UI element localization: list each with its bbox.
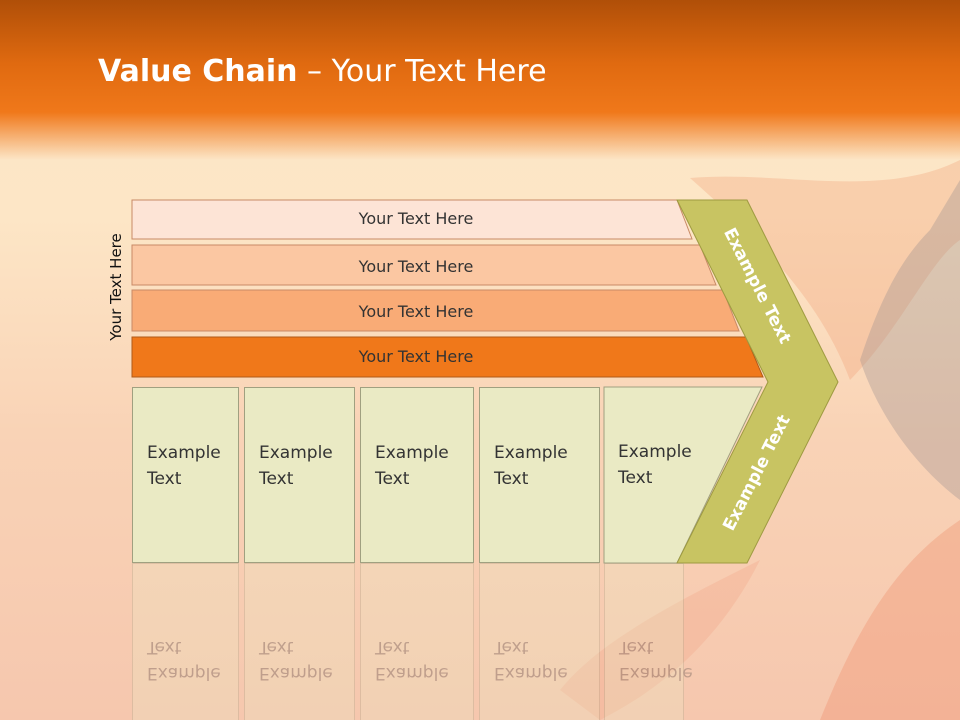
bar-1-label: Your Text Here (358, 209, 474, 228)
reflection-box-1-line2: Text (147, 637, 182, 657)
reflection-box-4: Example Text (479, 563, 600, 720)
reflection-box-5-line1: Example (619, 663, 693, 683)
reflection: Example Text Example Text Example Text Exam… (0, 563, 960, 720)
box-4-line2: Text (494, 469, 529, 489)
box-5-line1: Example (618, 442, 692, 462)
box-3-line1: Example (375, 443, 449, 463)
reflection-box-3: Example Text (360, 563, 474, 720)
box-4-line1: Example (494, 443, 568, 463)
chevron-shape (676, 199, 839, 564)
bar-3 (131, 289, 740, 332)
reflection-box-4-line1: Example (494, 663, 568, 683)
title-bar (0, 0, 960, 160)
reflection-box-2: Example Text (244, 563, 355, 720)
slide-title: Value Chain – Your Text Here (98, 54, 547, 89)
box-1-line1: Example (147, 443, 221, 463)
box-2-line1: Example (259, 443, 333, 463)
bar-4-label: Your Text Here (358, 347, 474, 366)
bar-2-label: Your Text Here (358, 257, 474, 276)
reflection-box-2-line1: Example (259, 663, 333, 683)
box-5-line2: Text (618, 468, 653, 488)
reflection-box-3-line2: Text (375, 637, 410, 657)
box-1-line2: Text (147, 469, 182, 489)
bar-3-label: Your Text Here (358, 302, 474, 321)
reflection-box-3-line1: Example (375, 663, 449, 683)
example-box-4: Example Text (479, 387, 600, 563)
example-box-2: Example Text (244, 387, 355, 563)
reflection-box-2-line2: Text (259, 637, 294, 657)
bar-2 (131, 244, 717, 286)
example-box-1: Example Text (132, 387, 239, 563)
reflection-box-1: Example Text (132, 563, 239, 720)
box-3-line2: Text (375, 469, 410, 489)
title-rest: – Your Text Here (297, 54, 547, 89)
reflection-box-5-line2: Text (619, 637, 654, 657)
example-box-3: Example Text (360, 387, 474, 563)
example-box-5: Example Text (604, 387, 714, 563)
reflection-box-5: Example Text (604, 563, 693, 720)
reflection-box-4-line2: Text (494, 637, 529, 657)
reflection-inner: Example Text Example Text Example Text Exam… (0, 563, 960, 720)
box-2-line2: Text (259, 469, 294, 489)
title-bold: Value Chain (98, 54, 298, 89)
bar-1 (131, 199, 693, 240)
bar-4 (131, 336, 764, 378)
reflection-box-1-line1: Example (147, 663, 221, 683)
